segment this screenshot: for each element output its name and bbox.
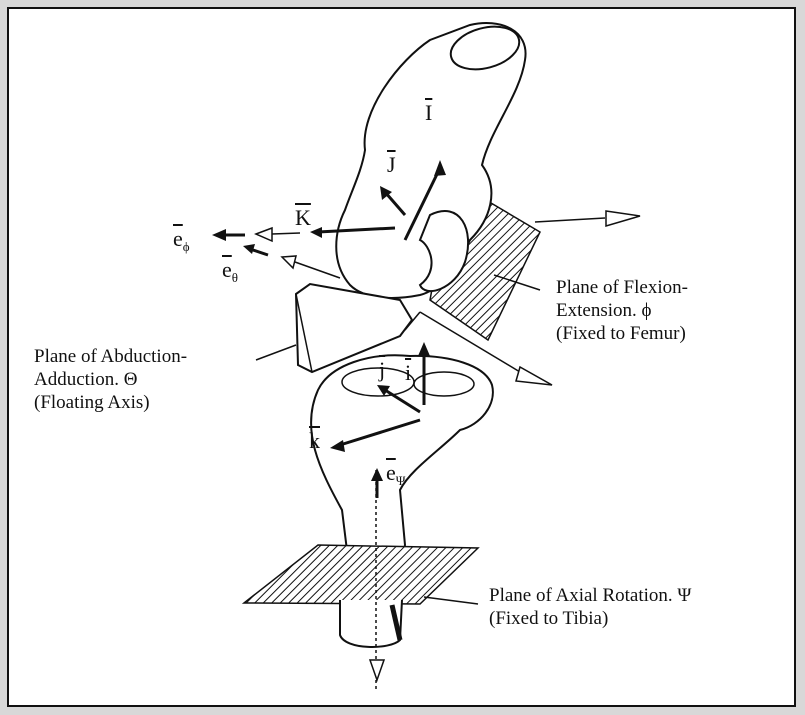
label-flexion-plane: Plane of Flexion- Extension. ϕ (Fixed to…	[556, 276, 688, 345]
label-K: K	[295, 205, 311, 231]
label-I: I	[425, 100, 432, 126]
label-J: J	[387, 152, 396, 178]
axial-plane	[244, 545, 478, 604]
label-e-phi: eϕ	[173, 226, 190, 252]
label-e-theta: eθ	[222, 257, 238, 283]
label-i: i	[405, 360, 411, 386]
label-abduction-plane: Plane of Abduction- Adduction. Θ (Floati…	[34, 345, 187, 414]
label-j: j	[379, 357, 385, 383]
label-axial-plane: Plane of Axial Rotation. Ψ (Fixed to Tib…	[489, 584, 691, 630]
label-k: k	[309, 428, 320, 454]
label-e-psi: eΨ	[386, 460, 405, 486]
